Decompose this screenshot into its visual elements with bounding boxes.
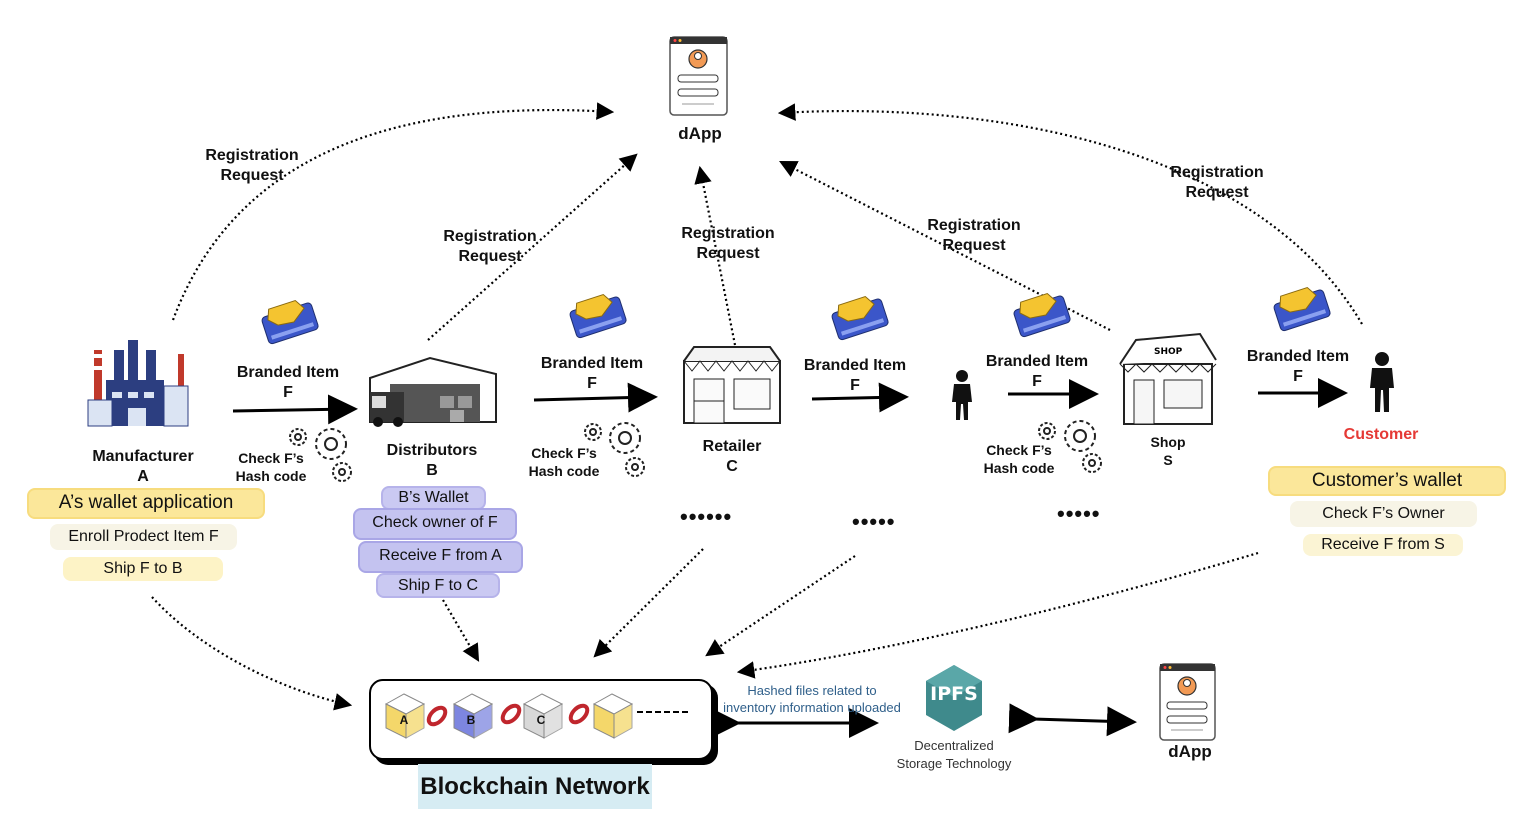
reg-line2: Request xyxy=(458,248,522,265)
upload-note-line1: Hashed files related to xyxy=(747,683,877,698)
block-label-b: B xyxy=(466,713,476,727)
customer-label: Customer xyxy=(1343,426,1419,443)
distributor-action-ship[interactable]: Ship F to C xyxy=(376,573,500,598)
distributor-wallet[interactable]: B’s Wallet xyxy=(381,486,486,510)
ellipsis-1: •••••• xyxy=(680,504,733,529)
branded-line1: Branded Item xyxy=(540,355,644,372)
distributor-action-receive[interactable]: Receive F from A xyxy=(358,541,523,573)
manufacturer-action-ship[interactable]: Ship F to B xyxy=(63,557,223,581)
blockchain-network-title: Blockchain Network xyxy=(418,764,652,809)
reg-arrow-customer xyxy=(777,103,1363,325)
distributors-name: Distributors xyxy=(386,442,478,459)
reg-line1: Registration xyxy=(927,217,1021,234)
chain-arrow-retailer xyxy=(593,548,704,658)
upload-note-line2: inventory information uploaded xyxy=(723,700,901,715)
branded-line2: F xyxy=(850,377,860,394)
branded-line1: Branded Item xyxy=(803,357,907,374)
hash-line2: Hash code xyxy=(528,463,600,479)
retailer-name: Retailer xyxy=(702,438,762,455)
storage-line1: Decentralized xyxy=(914,738,994,753)
reg-line1: Registration xyxy=(443,228,537,245)
chain-arrow-customer xyxy=(736,551,1259,679)
manufacturer-id: A xyxy=(137,468,149,485)
branded-line1: Branded Item xyxy=(985,353,1089,370)
hash-line2: Hash code xyxy=(235,468,307,484)
reg-arrow-retailer xyxy=(694,165,737,346)
retailer-id: C xyxy=(726,458,738,475)
manufacturer-action-enroll[interactable]: Enroll Prodect Item F xyxy=(50,524,237,550)
hash-line1: Check F’s xyxy=(986,442,1052,458)
reg-line1: Registration xyxy=(681,225,775,242)
reg-arrow-manufacturer xyxy=(171,102,615,321)
customer-action-receive[interactable]: Receive F from S xyxy=(1303,534,1463,556)
customer-wallet[interactable]: Customer’s wallet xyxy=(1268,466,1506,496)
branded-line2: F xyxy=(283,384,293,401)
chain-arrow-retailer2 xyxy=(705,555,856,657)
ipfs-logo-text: IPFS xyxy=(930,683,978,705)
block-label-a: A xyxy=(399,713,409,727)
shop-id: S xyxy=(1163,452,1173,468)
chain-arrow-manufacturer xyxy=(151,596,353,711)
reg-line2: Request xyxy=(942,237,1006,254)
bidir-arrow-ipfs-dapp xyxy=(1008,703,1137,737)
reg-line2: Request xyxy=(696,245,760,262)
shop-name: Shop xyxy=(1150,434,1186,450)
flow-arrow-1 xyxy=(232,394,358,425)
distributor-action-check[interactable]: Check owner of F xyxy=(353,508,517,540)
distributors-id: B xyxy=(426,462,438,479)
reg-line2: Request xyxy=(220,167,284,184)
customer-action-check[interactable]: Check F’s Owner xyxy=(1290,501,1477,527)
ellipsis-2: ••••• xyxy=(852,509,896,534)
reg-arrow-distributor xyxy=(427,153,638,341)
branded-line2: F xyxy=(1032,373,1042,390)
storage-line2: Storage Technology xyxy=(896,756,1012,771)
flow-arrow-2 xyxy=(533,382,658,413)
block-label-c: C xyxy=(536,713,546,727)
branded-line2: F xyxy=(1293,368,1303,385)
dapp-bottom-label: dApp xyxy=(1168,742,1212,761)
reg-line2: Request xyxy=(1185,184,1249,201)
dapp-top-label: dApp xyxy=(678,124,722,143)
branded-line1: Branded Item xyxy=(1246,348,1350,365)
hash-line1: Check F’s xyxy=(238,450,304,466)
hash-line1: Check F’s xyxy=(531,445,597,461)
hash-line2: Hash code xyxy=(983,460,1055,476)
manufacturer-name: Manufacturer xyxy=(92,448,194,465)
branded-line1: Branded Item xyxy=(236,364,340,381)
ipfs-upload-note: Hashed files related to inventory informa… xyxy=(712,682,912,716)
reg-line1: Registration xyxy=(205,147,299,164)
flow-arrow-3 xyxy=(811,382,909,413)
chain-arrow-distributor xyxy=(442,599,480,662)
manufacturer-wallet[interactable]: A’s wallet application xyxy=(27,488,265,519)
branded-line2: F xyxy=(587,375,597,392)
reg-line1: Registration xyxy=(1170,164,1264,181)
ellipsis-3: ••••• xyxy=(1057,501,1101,526)
